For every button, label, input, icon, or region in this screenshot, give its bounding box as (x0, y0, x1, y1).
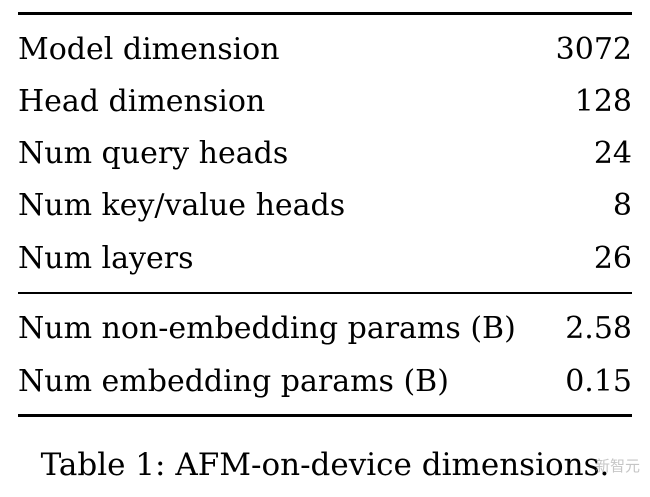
row-label: Num key/value heads (18, 188, 346, 223)
row-value: 8 (612, 188, 632, 223)
row-value: 26 (593, 241, 632, 276)
table-row: Model dimension 3072 (18, 24, 632, 76)
row-label: Num query heads (18, 136, 289, 171)
row-value: 2.58 (565, 311, 632, 346)
table-row: Num key/value heads 8 (18, 180, 632, 232)
bottom-rule (18, 414, 632, 417)
table-row: Num layers 26 (18, 233, 632, 285)
table-row: Num embedding params (B) 0.15 (18, 356, 632, 408)
table-row: Head dimension 128 (18, 76, 632, 128)
table-row: Num query heads 24 (18, 128, 632, 180)
row-value: 24 (593, 136, 632, 171)
row-value: 128 (574, 84, 632, 119)
row-value: 3072 (555, 32, 632, 67)
row-label: Num layers (18, 241, 194, 276)
row-value: 0.15 (565, 364, 632, 399)
watermark: 新智元 (594, 457, 640, 475)
row-label: Num embedding params (B) (18, 364, 449, 399)
mid-rule (18, 292, 632, 294)
top-rule (18, 12, 632, 15)
table-caption: Table 1: AFM-on-device dimensions. (40, 447, 610, 483)
row-label: Num non-embedding params (B) (18, 311, 516, 346)
row-label: Head dimension (18, 84, 266, 119)
row-label: Model dimension (18, 32, 280, 67)
table-row: Num non-embedding params (B) 2.58 (18, 303, 632, 355)
